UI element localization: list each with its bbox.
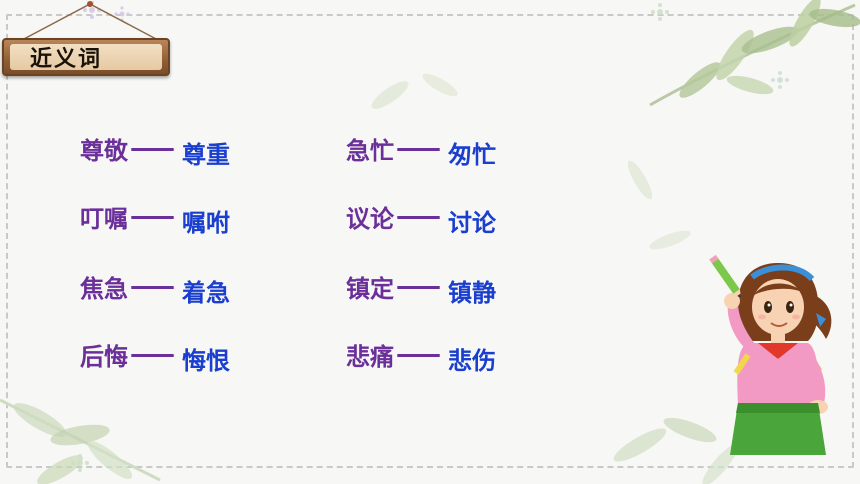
- girl-with-pencil-illustration: [709, 255, 832, 455]
- flower-sparkle-icon: [71, 454, 89, 472]
- word: 悲痛: [346, 342, 394, 371]
- synonym-pair: 叮嘱 —— 嘱咐: [80, 198, 230, 237]
- synonym-pair: 后悔 —— 悔恨: [80, 336, 230, 375]
- dash: ——: [396, 340, 441, 368]
- word: 急忙: [346, 136, 394, 165]
- synonym-pair: 急忙 —— 匆忙: [346, 130, 496, 169]
- leaf-icon: [371, 73, 458, 109]
- leaf-branch-icon: [613, 417, 738, 484]
- dash: ——: [396, 272, 441, 300]
- synonym: 尊重: [182, 140, 230, 169]
- word: 叮嘱: [80, 204, 128, 233]
- word: 尊敬: [80, 136, 128, 165]
- dash: ——: [396, 202, 441, 230]
- synonym: 悔恨: [182, 346, 230, 375]
- synonym-pair: 镇定 —— 镇静: [346, 268, 496, 307]
- synonym-pair: 尊敬 —— 尊重: [80, 130, 230, 169]
- dashed-frame: [6, 14, 854, 468]
- dash: ——: [396, 134, 441, 162]
- page-title: 近义词: [30, 47, 103, 72]
- hanging-string-icon: [21, 1, 159, 41]
- word: 镇定: [346, 274, 394, 303]
- flower-sparkle-icon: [771, 71, 789, 89]
- synonym: 嘱咐: [182, 208, 230, 237]
- dash: ——: [130, 134, 175, 162]
- word: 后悔: [80, 342, 128, 371]
- word: 焦急: [80, 274, 128, 303]
- dash: ——: [130, 202, 175, 230]
- leaf-icon: [627, 160, 691, 250]
- synonym-pair: 议论 —— 讨论: [346, 198, 496, 237]
- synonym: 讨论: [448, 208, 496, 237]
- synonym: 匆忙: [448, 140, 496, 169]
- synonym: 镇静: [448, 278, 496, 307]
- dash: ——: [130, 340, 175, 368]
- synonym: 着急: [182, 278, 230, 307]
- flower-sparkle-icon: [651, 3, 669, 21]
- leaf-branch-icon: [0, 398, 161, 484]
- title-plank: 近义词: [0, 0, 180, 90]
- leaf-branch-icon: [649, 0, 860, 107]
- synonym-pair: 悲痛 —— 悲伤: [346, 336, 496, 375]
- title-board: 近义词: [2, 38, 170, 76]
- dash: ——: [130, 272, 175, 300]
- synonym-pair: 焦急 —— 着急: [80, 268, 230, 307]
- synonym: 悲伤: [448, 346, 496, 375]
- word: 议论: [346, 204, 394, 233]
